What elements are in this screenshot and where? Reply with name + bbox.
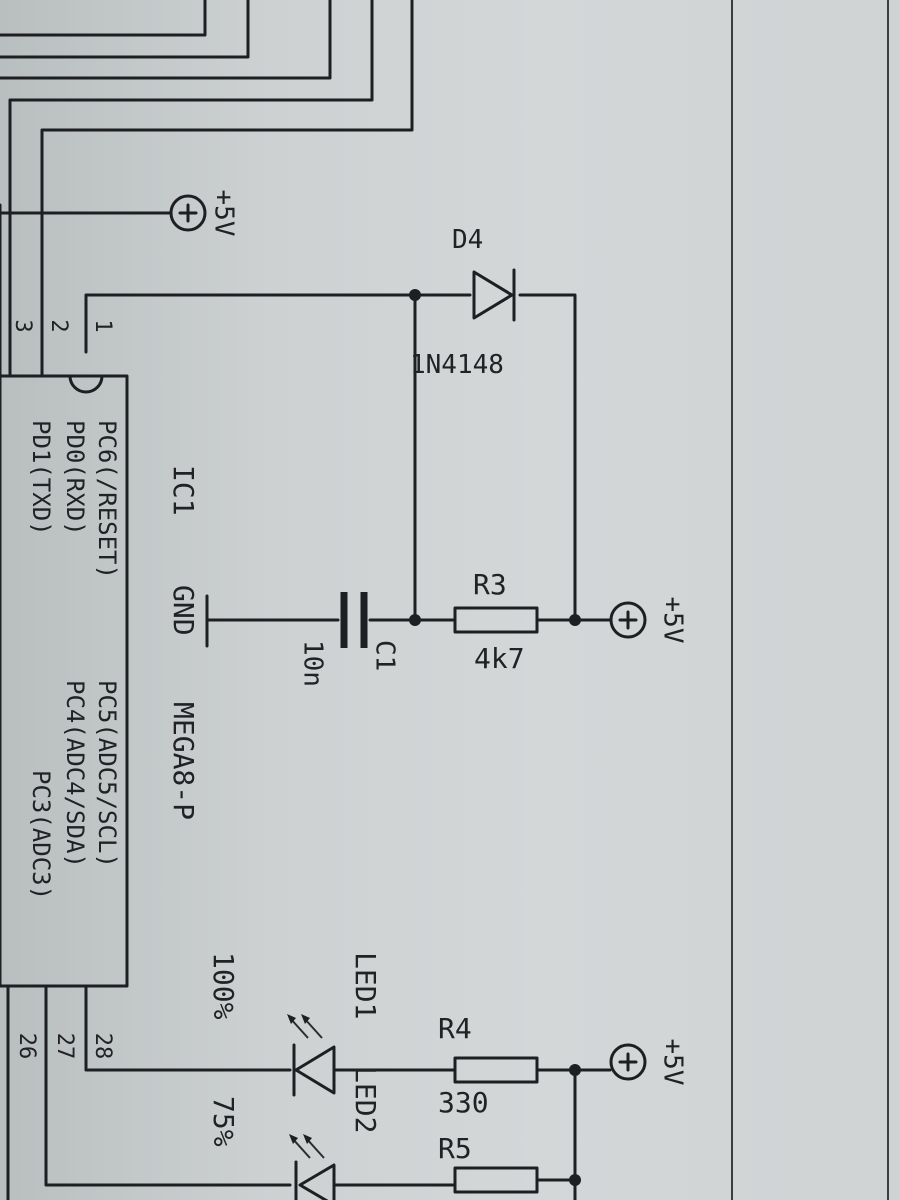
resistor-r4-ref: R4 xyxy=(438,1012,472,1045)
ic1-pin-name-pc3: PC3(ADC3) xyxy=(27,770,55,900)
resistor-r4-symbol xyxy=(453,1056,612,1084)
supply-label-bottom: +5V xyxy=(658,1039,688,1086)
ic1-ref-label: IC1 xyxy=(167,465,200,516)
led1-ref: LED1 xyxy=(349,952,382,1019)
ic1-pin-name-pc6: PC6(/RESET) xyxy=(93,420,121,579)
resistor-r4-value: 330 xyxy=(438,1086,489,1119)
resistor-r3-ref: R3 xyxy=(473,568,507,601)
diode-d4-symbol xyxy=(472,268,516,322)
top-bus-wires xyxy=(0,0,414,377)
supply-symbol-top xyxy=(169,194,207,232)
resistor-r5-ref: R5 xyxy=(438,1132,472,1165)
diode-d4-ref: D4 xyxy=(452,225,483,255)
junction-dot xyxy=(569,1174,581,1186)
ic1-pin-name-pc5: PC5(ADC5/SCL) xyxy=(93,680,121,868)
ic1-pin-number: 1 xyxy=(90,319,115,332)
ic1-pin-number: 2 xyxy=(46,319,71,332)
ic1-part-label: MEGA8-P xyxy=(167,702,200,820)
ic1-pin-number: 3 xyxy=(10,319,35,332)
supply-symbol-bottom xyxy=(609,1043,647,1081)
resistor-r3-value: 4k7 xyxy=(474,642,525,675)
junction-dot xyxy=(569,614,581,626)
led2-level: 75% xyxy=(207,1096,240,1147)
supply-label-middle: +5V xyxy=(658,597,688,644)
resistor-r3-symbol xyxy=(413,606,612,634)
ic1-body xyxy=(0,374,129,988)
ic1-bottom-pin-wires xyxy=(6,984,292,1200)
led1-symbol xyxy=(287,1014,457,1097)
ic1-pin-name-pd0: PD0(RXD) xyxy=(61,420,89,536)
led2-ref: LED2 xyxy=(349,1066,382,1133)
supply-symbol-middle xyxy=(609,601,647,639)
ic1-pin-number: 27 xyxy=(52,1033,77,1060)
junction-dot xyxy=(409,289,421,301)
ic1-pin-name-pc4: PC4(ADC4/SDA) xyxy=(61,680,89,868)
ic1-pin-number: 28 xyxy=(90,1033,115,1060)
capacitor-c1-ref: C1 xyxy=(370,640,400,671)
ic1-pin-numbers-top: 3 2 1 xyxy=(10,319,115,332)
ic1-pin-number: 26 xyxy=(14,1033,39,1060)
led1-level: 100% xyxy=(207,952,240,1020)
ic1-gnd-label: GND xyxy=(167,585,200,636)
reset-circuit-wires xyxy=(84,293,577,622)
led2-symbol xyxy=(289,1134,457,1200)
diode-d4-value: 1N4148 xyxy=(410,350,504,380)
ic1-pin-name-pd1: PD1(TXD) xyxy=(27,420,55,536)
capacitor-c1-value: 10n xyxy=(298,640,328,687)
supply-label-top: +5V xyxy=(209,190,239,237)
ic1-pin-numbers-bottom: 28 27 26 xyxy=(14,1033,115,1060)
capacitor-c1-symbol xyxy=(205,592,417,648)
resistor-r5-symbol xyxy=(453,1166,577,1194)
